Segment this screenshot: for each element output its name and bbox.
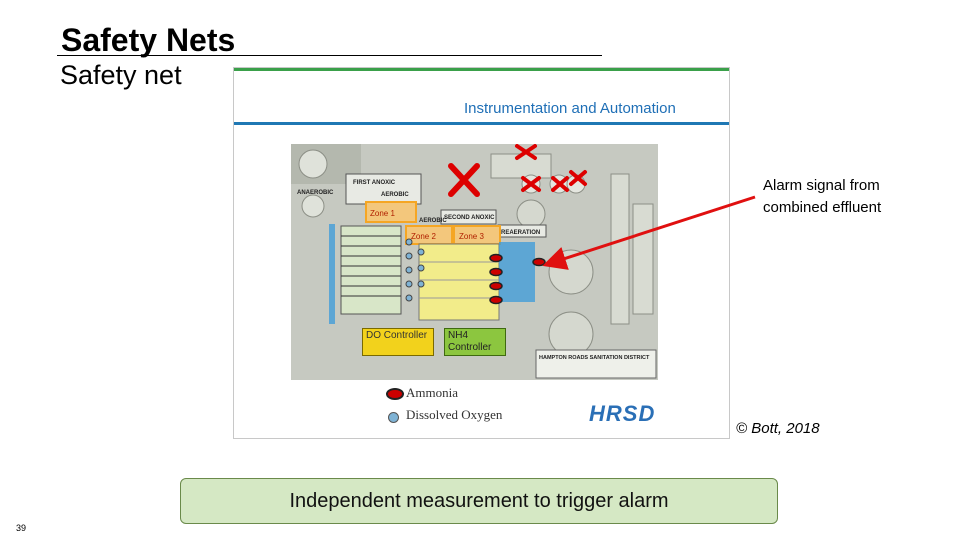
dissolved-oxygen-legend-label: Dissolved Oxygen	[406, 407, 503, 422]
figure-blue-rule	[234, 122, 729, 125]
alarm-annotation: Alarm signal from combined effluent	[763, 175, 881, 219]
label-second-anoxic: SECOND ANOXIC	[444, 215, 495, 221]
label-aerobic-1: AEROBIC	[381, 192, 409, 198]
zone-2-label: Zone 2	[411, 232, 436, 241]
label-anaerobic: ANAEROBIC	[297, 190, 334, 196]
annotation-line-2: combined effluent	[763, 199, 882, 216]
plant-diagram-figure: Instrumentation and Automation FIRST ANO…	[233, 67, 730, 439]
figure-header: Instrumentation and Automation	[464, 100, 676, 117]
figure-top-green-rule	[234, 68, 729, 71]
dissolved-oxygen-legend-icon	[388, 412, 399, 423]
nh4-controller-box: NH4 Controller	[444, 328, 506, 356]
label-aerobic-2: AEROBIC	[419, 218, 447, 224]
label-reaeration: REAERATION	[501, 230, 540, 236]
label-first-anoxic: FIRST ANOXIC	[353, 180, 396, 186]
title-underline	[57, 55, 602, 56]
annotation-line-1: Alarm signal from	[763, 177, 880, 194]
zone-1-label: Zone 1	[370, 209, 395, 218]
hrsd-logo: HRSD	[589, 401, 656, 426]
copyright-note: © Bott, 2018	[736, 420, 820, 437]
district-label: HAMPTON ROADS SANITATION DISTRICT	[539, 355, 650, 361]
ammonia-legend-icon	[386, 388, 404, 400]
slide-subtitle: Safety net	[60, 60, 182, 90]
zone-3-label: Zone 3	[459, 232, 484, 241]
slide-title: Safety Nets	[61, 22, 236, 58]
ammonia-legend-label: Ammonia	[406, 385, 458, 400]
page-number: 39	[16, 523, 27, 533]
key-message-callout: Independent measurement to trigger alarm	[180, 478, 778, 524]
do-controller-box: DO Controller	[362, 328, 434, 356]
